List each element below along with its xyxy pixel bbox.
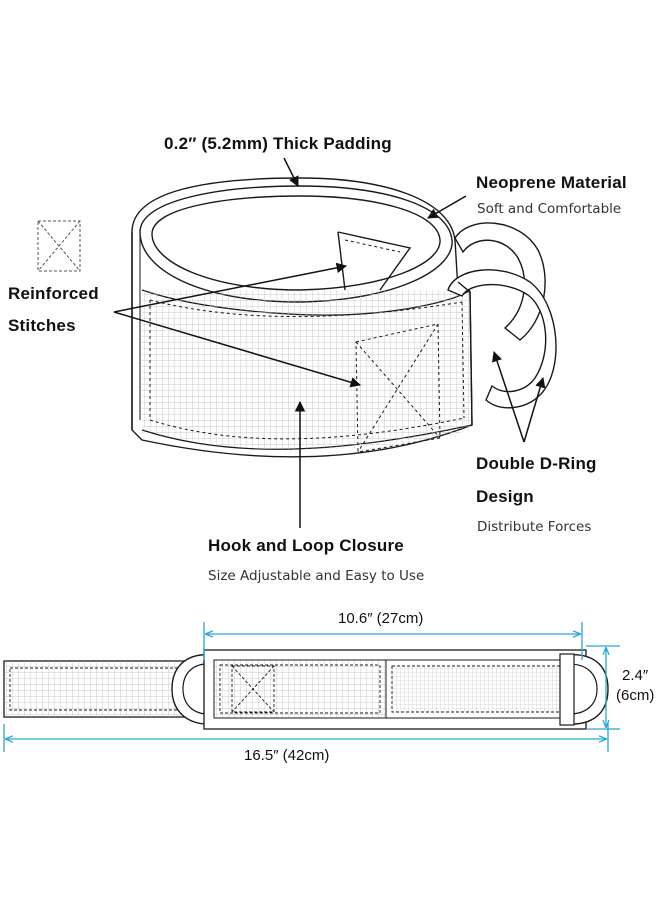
back-d-ring bbox=[454, 222, 546, 341]
neoprene-arrow bbox=[427, 195, 467, 219]
dring-title-line1: Double D-Ring bbox=[476, 454, 597, 473]
callout-arrows bbox=[113, 157, 546, 528]
neoprene-title: Neoprene Material bbox=[476, 173, 627, 192]
width-inch-label: 2.4″ bbox=[622, 667, 649, 684]
padding-label: 0.2″ (5.2mm) Thick Padding bbox=[164, 134, 392, 153]
stitches-arrow-1 bbox=[113, 262, 348, 313]
total-length-label: 16.5″ (42cm) bbox=[244, 747, 330, 764]
front-d-ring bbox=[447, 269, 557, 409]
neoprene-subtitle: Soft and Comfortable bbox=[477, 201, 622, 217]
stitches-arrow-2 bbox=[113, 311, 362, 388]
width-cm-label: (6cm) bbox=[616, 687, 655, 704]
hook-loop-subtitle: Size Adjustable and Easy to Use bbox=[208, 568, 425, 584]
dring-subtitle: Distribute Forces bbox=[477, 519, 592, 535]
hook-loop-title: Hook and Loop Closure bbox=[208, 536, 404, 555]
reinforced-label-line1: Reinforced bbox=[8, 284, 99, 303]
dring-arrow-2 bbox=[523, 376, 546, 443]
dring-title-line2: Design bbox=[476, 487, 534, 506]
velcro-length-label: 10.6″ (27cm) bbox=[338, 610, 424, 627]
strap-3d-illustration bbox=[131, 177, 557, 458]
stitch-legend-icon bbox=[37, 220, 81, 272]
dring-arrow-1 bbox=[492, 351, 525, 443]
reinforced-label-line2: Stitches bbox=[8, 316, 76, 335]
flat-strap-illustration bbox=[3, 649, 609, 730]
dimension-lines bbox=[3, 622, 620, 752]
cuff-rim-inner bbox=[151, 195, 441, 291]
padding-arrow bbox=[283, 157, 299, 187]
